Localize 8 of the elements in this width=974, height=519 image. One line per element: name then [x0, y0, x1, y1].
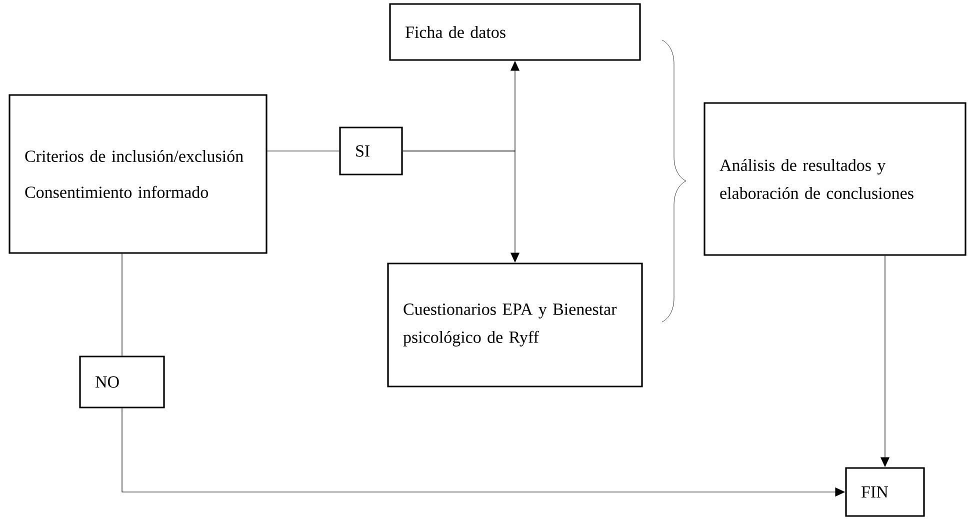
decision-box: SI — [339, 126, 403, 176]
decision-box: NO — [79, 356, 165, 408]
process-box: Criterios de inclusión/exclusión Consentimiento informado — [8, 94, 268, 254]
process-box: Análisis de resultados y elaboración de conclusiones — [704, 102, 966, 256]
terminal-box: FIN — [845, 467, 925, 517]
process-box: Cuestionarios EPA y Bienestar psicológico de Ryff — [387, 262, 643, 388]
process-box: Ficha de datos — [389, 3, 641, 61]
connector-line — [267, 150, 340, 152]
